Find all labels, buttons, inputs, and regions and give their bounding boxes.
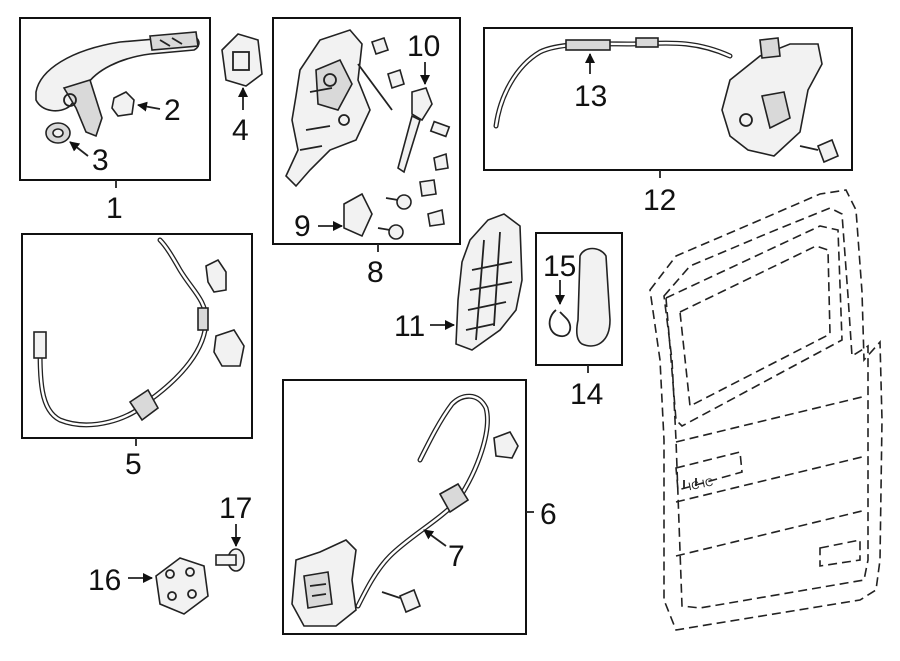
callout-12: 12 — [643, 184, 676, 217]
cover-14-box — [535, 232, 623, 366]
callout-5: 5 — [125, 448, 142, 481]
arrow-2 — [137, 101, 161, 112]
striker-16-group — [128, 557, 209, 615]
cable-clip-parts — [205, 258, 245, 367]
cover-part — [576, 247, 611, 347]
lower-latch-group — [282, 379, 534, 635]
bumper-17-group — [215, 524, 245, 572]
door-outline: IC IC — [649, 189, 883, 631]
bracket-part — [221, 33, 263, 87]
bracket-4-group — [221, 33, 263, 110]
actuator-box — [483, 27, 853, 171]
callout-10: 10 — [407, 30, 440, 63]
striker-plate-part — [155, 557, 209, 615]
outside-handle-box — [19, 17, 211, 181]
callout-3: 3 — [92, 144, 109, 177]
lower-latch-box — [282, 379, 527, 635]
latch-group — [272, 17, 461, 252]
actuator-part — [721, 37, 823, 157]
callout-2: 2 — [164, 94, 181, 127]
lower-cable-part — [355, 393, 490, 609]
latch-actuator-part — [343, 192, 373, 238]
outside-handle-group — [19, 17, 211, 188]
callout-6: 6 — [540, 498, 557, 531]
release-cable-part — [33, 237, 209, 428]
door-lettering: IC IC — [687, 476, 714, 493]
lower-latch-part — [291, 539, 357, 627]
cable-5-group — [21, 233, 253, 446]
actuator-group — [483, 27, 853, 178]
callout-8: 8 — [367, 256, 384, 289]
latch-small-parts — [370, 36, 451, 227]
callout-9: 9 — [294, 210, 311, 243]
callout-16: 16 — [88, 564, 121, 597]
callout-11: 11 — [394, 310, 425, 343]
lower-clip-part — [493, 431, 519, 459]
lower-bolt — [381, 588, 422, 614]
callout-7: 7 — [448, 540, 465, 573]
cover-14-group — [535, 232, 623, 373]
actuator-bolt — [799, 138, 840, 164]
callout-17: 17 — [219, 492, 252, 525]
latch-rod — [357, 63, 393, 111]
panel-11-part — [455, 213, 523, 351]
outside-handle-part — [35, 31, 200, 138]
latch-assembly-part — [285, 29, 371, 188]
callout-1: 1 — [106, 192, 123, 225]
latch-screws — [377, 194, 412, 240]
callout-labels: 1 2 3 4 5 6 7 8 9 10 11 12 13 14 15 16 1… — [88, 30, 676, 597]
key-cylinder-part — [397, 87, 433, 174]
callout-13: 13 — [574, 80, 607, 113]
callout-4: 4 — [232, 114, 249, 147]
cable-5-box — [21, 233, 253, 439]
handle-cap-part — [111, 91, 135, 117]
latch-box — [272, 17, 461, 245]
panel-11-group — [430, 213, 523, 351]
spring-part — [548, 309, 572, 338]
callout-15: 15 — [543, 250, 576, 283]
arrow-7 — [423, 529, 447, 547]
callout-14: 14 — [570, 378, 603, 411]
actuator-cable — [493, 37, 733, 129]
arrow-3 — [69, 141, 89, 157]
grommet-part — [45, 122, 71, 144]
